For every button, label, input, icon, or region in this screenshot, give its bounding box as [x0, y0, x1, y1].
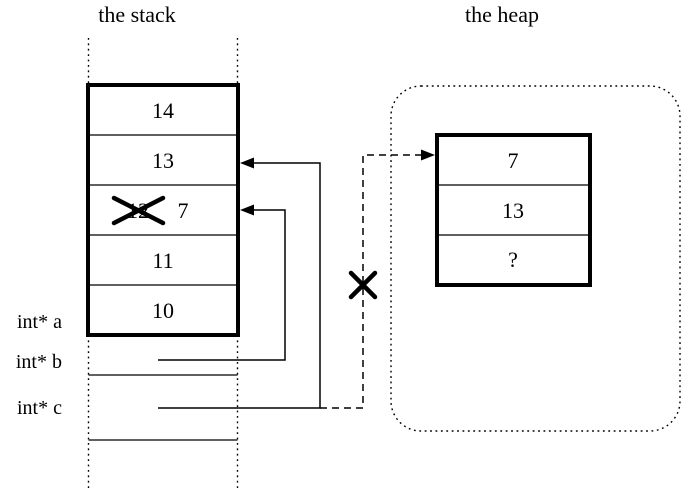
- pointer-label-b: int* b: [16, 351, 62, 373]
- crossed-out-value-x-icon: [111, 195, 166, 226]
- stack-cell-old-value: 12: [127, 198, 149, 223]
- pointer-c-line: [158, 162, 321, 409]
- stack-cell-value: 10: [152, 298, 174, 323]
- dangling-pointer-arrowhead: [421, 149, 435, 161]
- pointer-label-a: int* a: [17, 311, 62, 333]
- invalidated-pointer-x-icon: [348, 270, 378, 300]
- pointer-label-c: int* c: [17, 397, 62, 419]
- stack-frame-box: [86, 83, 240, 337]
- heap-cell-value: ?: [508, 247, 518, 272]
- stack-cell-value: 13: [152, 148, 174, 173]
- pointer-b-arrowhead: [240, 204, 254, 216]
- heap-block-box: [435, 133, 592, 287]
- heap-region-outline: [390, 85, 681, 432]
- dangling-pointer-dashed-line: [320, 154, 421, 409]
- heap-cell-value: 13: [502, 198, 524, 223]
- pointer-c-arrowhead: [240, 157, 254, 169]
- stack-title: the stack: [98, 2, 176, 27]
- stack-cell-new-value: 7: [178, 198, 189, 223]
- pointer-b-line: [158, 209, 286, 361]
- heap-title: the heap: [465, 2, 539, 27]
- stack-cell-value: 11: [152, 248, 173, 273]
- heap-cell-value: 7: [508, 148, 519, 173]
- stack-cell-value: 14: [152, 98, 174, 123]
